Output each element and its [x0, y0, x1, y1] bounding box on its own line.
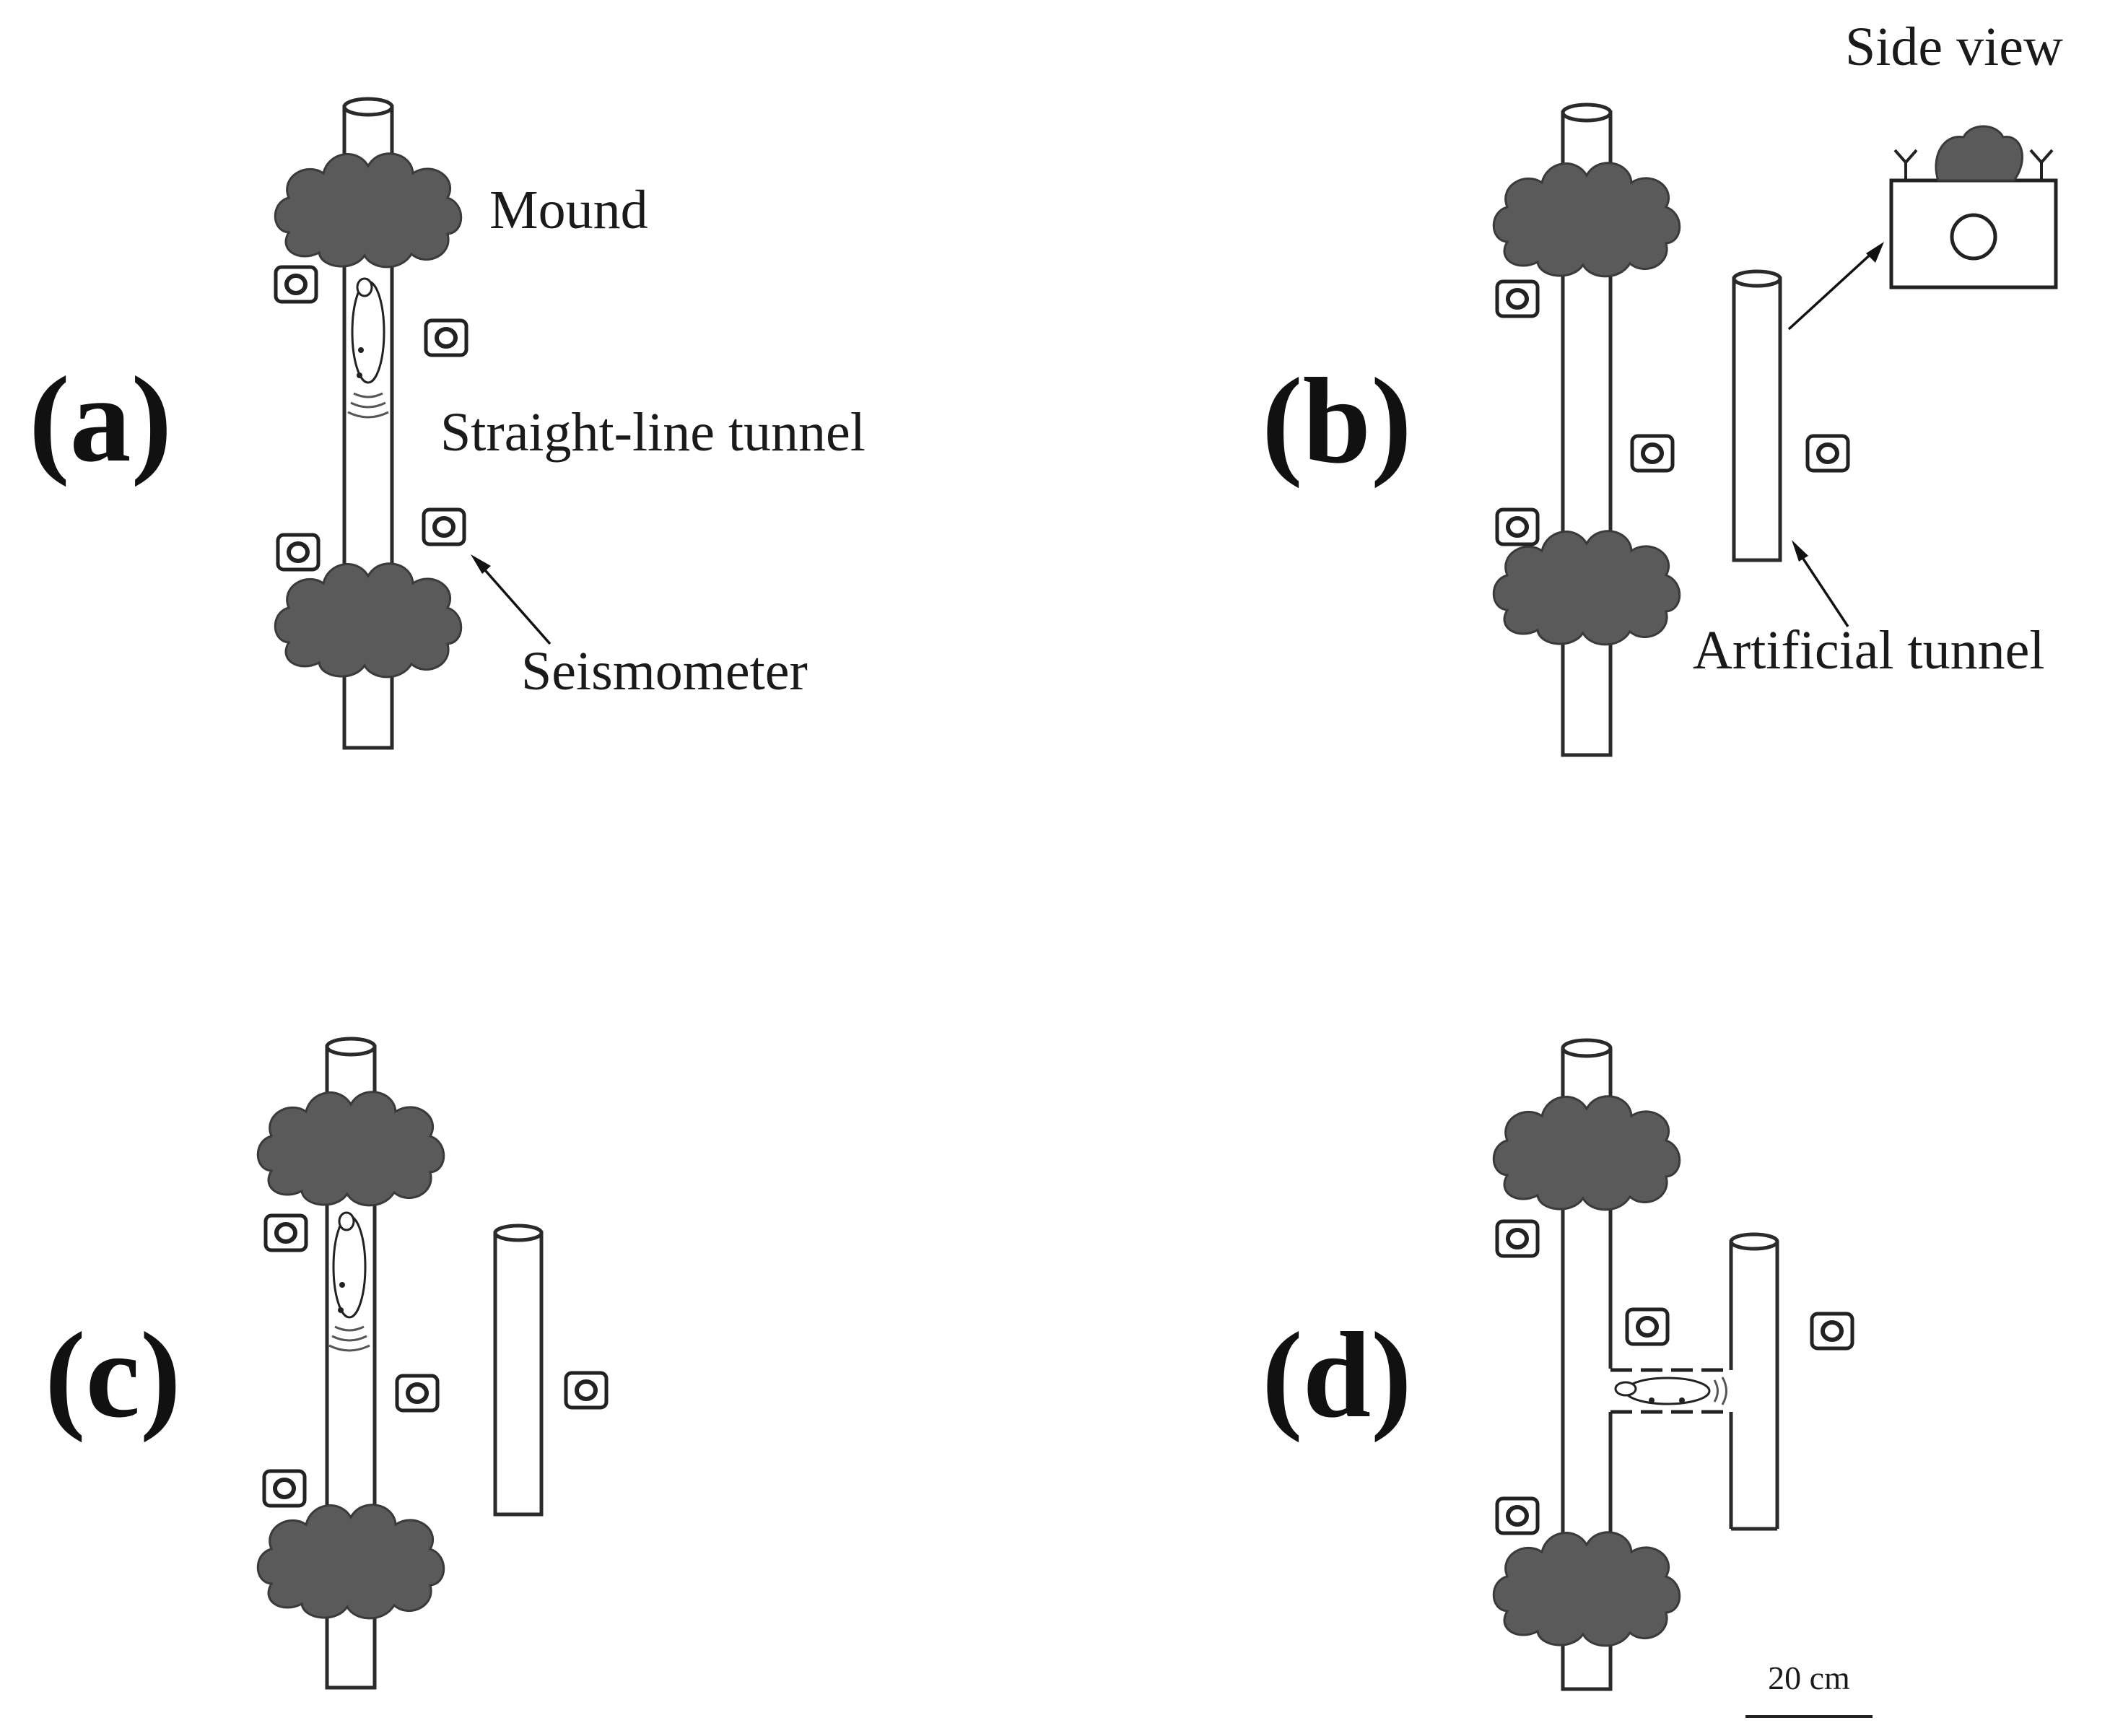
seismometer-icon	[1497, 1221, 1538, 1256]
scale-bar-label: 20 cm	[1768, 1659, 1850, 1696]
mound-label: Mound	[489, 180, 648, 240]
seismometer-icon	[1497, 282, 1538, 316]
artificial-tunnel-c	[493, 1224, 544, 1517]
panel-label-b: (b)	[1262, 353, 1412, 489]
seismometer-icon	[1497, 1499, 1538, 1533]
mound-bottom-c	[256, 1504, 445, 1620]
seismometer-icon	[1497, 510, 1538, 544]
side-view-inset	[1889, 125, 2058, 289]
mound-bottom-d	[1492, 1531, 1681, 1647]
side-view-arrow	[1787, 242, 1884, 331]
seismometer-icon	[424, 510, 464, 544]
seismometer-icon	[1632, 436, 1673, 471]
panel-b: (b) Side view Artificial tunne	[1262, 17, 2063, 757]
connecting-tunnel	[1610, 1368, 1729, 1414]
artificial-tunnel-d	[1729, 1232, 1779, 1531]
seismometer-icon	[266, 1216, 306, 1250]
seismometer-icon	[1812, 1314, 1852, 1348]
mound-top-a	[274, 152, 463, 269]
panel-c: (c)	[45, 1037, 606, 1690]
seismometer-icon	[397, 1376, 437, 1410]
panel-label-d: (d)	[1262, 1307, 1412, 1443]
side-view-label: Side view	[1845, 17, 2063, 77]
seismometer-icon	[264, 1471, 305, 1506]
panel-d: (d)	[1262, 1038, 1873, 1718]
scale-bar: 20 cm	[1745, 1659, 1873, 1718]
mole-icon	[328, 1211, 370, 1352]
mole-icon	[1614, 1377, 1727, 1405]
seismometer-icon	[426, 320, 466, 355]
panel-a: (a) Mound Straight-line tunnel	[29, 97, 866, 750]
seismometer-icon	[278, 535, 318, 570]
mound-top-b	[1492, 162, 1681, 278]
seismometer-arrow	[471, 554, 552, 645]
seismometer-icon	[566, 1373, 606, 1408]
mole-icon	[347, 277, 389, 419]
mound-bottom-a	[274, 562, 463, 679]
artificial-tunnel-arrow	[1792, 540, 1849, 627]
mound-top-d	[1492, 1095, 1681, 1211]
seismometer-icon	[1808, 436, 1848, 471]
seismometer-icon	[1627, 1309, 1668, 1344]
seismometer-label: Seismometer	[521, 641, 808, 702]
mound-top-c	[256, 1091, 445, 1207]
mound-bottom-b	[1492, 530, 1681, 646]
artificial-tunnel-b	[1732, 269, 1782, 562]
seismometer-icon	[276, 267, 316, 302]
artificial-tunnel-label: Artificial tunnel	[1693, 620, 2045, 681]
straight-tunnel-label: Straight-line tunnel	[440, 402, 866, 463]
panel-label-a: (a)	[29, 352, 172, 487]
panel-label-c: (c)	[45, 1307, 181, 1443]
